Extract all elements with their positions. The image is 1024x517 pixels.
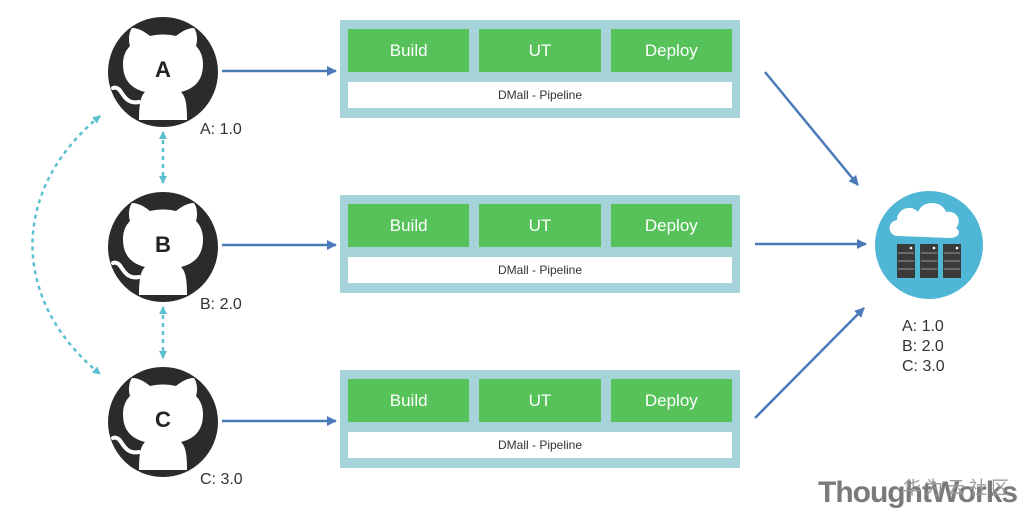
stage-ut: UT — [479, 379, 601, 422]
stage-deploy: Deploy — [610, 204, 732, 247]
pipeline-stages: Build UT Deploy — [348, 204, 732, 247]
stage-deploy: Deploy — [610, 29, 732, 72]
stage-ut: UT — [479, 29, 601, 72]
dashed-arrow-a-c — [31, 115, 101, 375]
pipeline-label: DMall - Pipeline — [348, 257, 732, 283]
stage-deploy: Deploy — [610, 379, 732, 422]
repo-letter-b: B — [155, 232, 171, 257]
pipeline-label: DMall - Pipeline — [348, 82, 732, 108]
arrow-pipeline-a-to-server — [764, 71, 859, 186]
server-version-c: C: 3.0 — [902, 358, 945, 375]
thoughtworks-watermark: ThoughtWorks — [818, 476, 1018, 509]
pipeline-label: DMall - Pipeline — [348, 432, 732, 458]
stage-build: Build — [348, 29, 470, 72]
community-watermark: 华为云社区 — [903, 478, 1013, 498]
repo-version-b: B: 2.0 — [200, 296, 242, 313]
stage-build: Build — [348, 379, 470, 422]
repo-version-c: C: 3.0 — [200, 471, 243, 488]
cloud-server-icon — [875, 191, 983, 299]
pipeline-a: Build UT Deploy DMall - Pipeline — [340, 20, 740, 118]
repo-letter-c: C — [155, 407, 171, 432]
repo-letter-a: A — [155, 57, 171, 82]
pipeline-c: Build UT Deploy DMall - Pipeline — [340, 370, 740, 468]
server-versions: A: 1.0 B: 2.0 C: 3.0 — [902, 317, 945, 377]
arrow-pipeline-c-to-server — [754, 307, 865, 419]
server-version-a: A: 1.0 — [902, 318, 944, 335]
server-version-b: B: 2.0 — [902, 338, 944, 355]
stage-ut: UT — [479, 204, 601, 247]
stage-build: Build — [348, 204, 470, 247]
pipeline-b: Build UT Deploy DMall - Pipeline — [340, 195, 740, 293]
pipeline-stages: Build UT Deploy — [348, 29, 732, 72]
repo-version-a: A: 1.0 — [200, 121, 242, 138]
pipeline-stages: Build UT Deploy — [348, 379, 732, 422]
